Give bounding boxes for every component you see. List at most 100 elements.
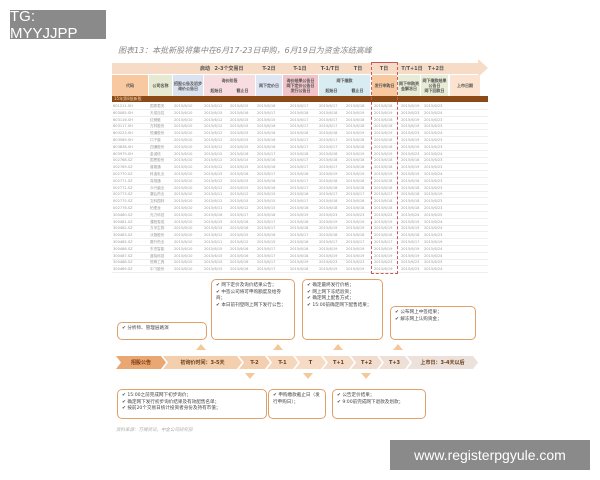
cell-date: 2015/6/19 [319, 226, 338, 231]
cell-date: 2015/6/19 [374, 246, 393, 251]
cell-date: 2015/6/24 [424, 172, 443, 176]
cell-date: 2015/6/16 [230, 219, 249, 224]
cell-name: 口子窖 [150, 138, 161, 142]
cell-date: 2015/6/10 [174, 117, 193, 122]
cell-date: 2015/6/19 [319, 172, 338, 176]
header-inq-start: 起始日 [210, 88, 223, 94]
cell-date: 2015/6/12 [204, 138, 223, 142]
cell-date: 2015/6/19 [401, 144, 420, 149]
cell-date: 2015/6/16 [257, 138, 276, 142]
cell-name: 恒锋工具 [150, 260, 165, 265]
cell-date: 2015/6/17 [290, 199, 309, 204]
cell-date: 2015/6/18 [290, 253, 309, 258]
cell-name: 四通股份 [150, 144, 165, 149]
cell-date: 2015/6/17 [257, 253, 276, 258]
cell-date: 2015/6/15 [230, 138, 249, 142]
timeline-step: 上市日：3-4天以后 [407, 356, 478, 369]
cell-date: 2015/6/18 [401, 192, 420, 197]
cell-date: 2015/6/17 [319, 144, 338, 149]
cell-date: 2015/6/23 [424, 199, 443, 204]
band-label: T日 [379, 66, 389, 72]
cell-code: 603085.SH [113, 110, 133, 115]
cell-date: 2015/6/15 [204, 226, 223, 231]
cell-date: 2015/6/15 [257, 192, 276, 197]
cell-date: 2015/6/15 [230, 131, 249, 136]
cell-name: 金诚信 [150, 151, 161, 156]
cell-date: 2015/6/19 [401, 219, 420, 224]
cell-date: 2015/6/18 [319, 110, 338, 115]
cell-date: 2015/6/15 [230, 165, 249, 170]
cell-date: 2015/6/15 [204, 151, 223, 156]
cell-code: 603838.SH [113, 144, 133, 149]
cell-date: 2015/6/19 [346, 219, 365, 224]
cell-date: 2015/6/12 [204, 144, 223, 149]
box-line: ✔ 9:00前完成网下退款及划款； [337, 399, 404, 405]
cell-name: 中飞股份 [150, 267, 165, 272]
header-t-plus1: 网下申购资金解冻日 [398, 75, 420, 96]
timeline-step: 初询价时间：3-5天 [163, 356, 242, 369]
cell-date: 2015/6/24 [401, 212, 420, 217]
cell-date: 2015/6/18 [346, 104, 365, 108]
cell-code: 002773.SZ [113, 192, 133, 197]
cell-date: 2015/6/17 [290, 158, 309, 163]
cell-date: 2015/6/25 [424, 212, 443, 217]
cell-date: 2015/6/10 [174, 138, 193, 142]
cell-date: 2015/6/18 [290, 151, 309, 156]
cell-date: 2015/6/18 [257, 212, 276, 217]
box-line: ✔ 确定网下发行初步询价结果及有效配售名单； [122, 399, 220, 405]
arrow-up-icon [196, 344, 206, 350]
cell-date: 2015/6/16 [290, 240, 309, 244]
cell-date: 2015/6/16 [290, 206, 309, 210]
cell-code: 603116.SH [113, 117, 133, 122]
cell-code: 002772.SZ [113, 185, 133, 190]
cell-date: 2015/6/12 [204, 178, 223, 183]
band-label: T日 [353, 66, 363, 72]
cell-date: 2015/6/16 [257, 185, 276, 190]
cell-date: 2015/6/19 [401, 226, 420, 231]
cell-date: 2015/6/23 [401, 267, 420, 272]
cell-date: 2015/6/16 [230, 151, 249, 156]
cell-date: 2015/6/23 [424, 233, 443, 238]
cell-date: 2015/6/17 [346, 192, 365, 197]
cell-date: 2015/6/16 [230, 172, 249, 176]
cell-date: 2015/6/18 [346, 158, 365, 163]
header-line: 发行公告日 [290, 88, 311, 93]
cell-name: 蓝晓科技 [150, 253, 165, 258]
timeline-step: T+3 [379, 356, 410, 369]
cell-date: 2015/6/15 [204, 246, 223, 251]
cell-date: 2015/6/16 [230, 253, 249, 258]
header-inq-end: 截止日 [236, 88, 249, 94]
cell-date: 2015/6/18 [401, 206, 420, 210]
cell-date: 2015/6/19 [374, 226, 393, 231]
cell-date: 2015/6/18 [290, 110, 309, 115]
cell-date: 2015/6/12 [204, 233, 223, 238]
cell-date: 2015/6/15 [230, 199, 249, 204]
cell-date: 2015/6/10 [174, 124, 193, 129]
header-line: 网下缴款结果公告日 [422, 78, 447, 88]
cell-date: 2015/6/17 [290, 185, 309, 190]
cell-date: 2015/6/18 [374, 165, 393, 170]
header-pay-start: 起始日 [325, 88, 338, 94]
cell-date: 2015/6/12 [204, 124, 223, 129]
cell-date: 2015/6/18 [374, 104, 393, 108]
cell-date: 2015/6/19 [346, 246, 365, 251]
cell-date: 2015/6/18 [374, 117, 393, 122]
cell-date: 2015/6/16 [257, 233, 276, 238]
cell-date: 2015/6/19 [424, 192, 443, 197]
cell-date: 2015/6/16 [230, 110, 249, 115]
cell-date: 2015/6/24 [424, 253, 443, 258]
cell-date: 2015/6/11 [204, 206, 223, 210]
cell-code: 300489.SZ [113, 267, 133, 272]
timeline-step: T [295, 356, 326, 369]
cell-date: 2015/6/10 [174, 267, 193, 272]
cell-date: 2015/6/17 [319, 192, 338, 197]
cell-date: 2015/6/24 [424, 151, 443, 156]
cell-code: 002776.SZ [113, 206, 133, 210]
